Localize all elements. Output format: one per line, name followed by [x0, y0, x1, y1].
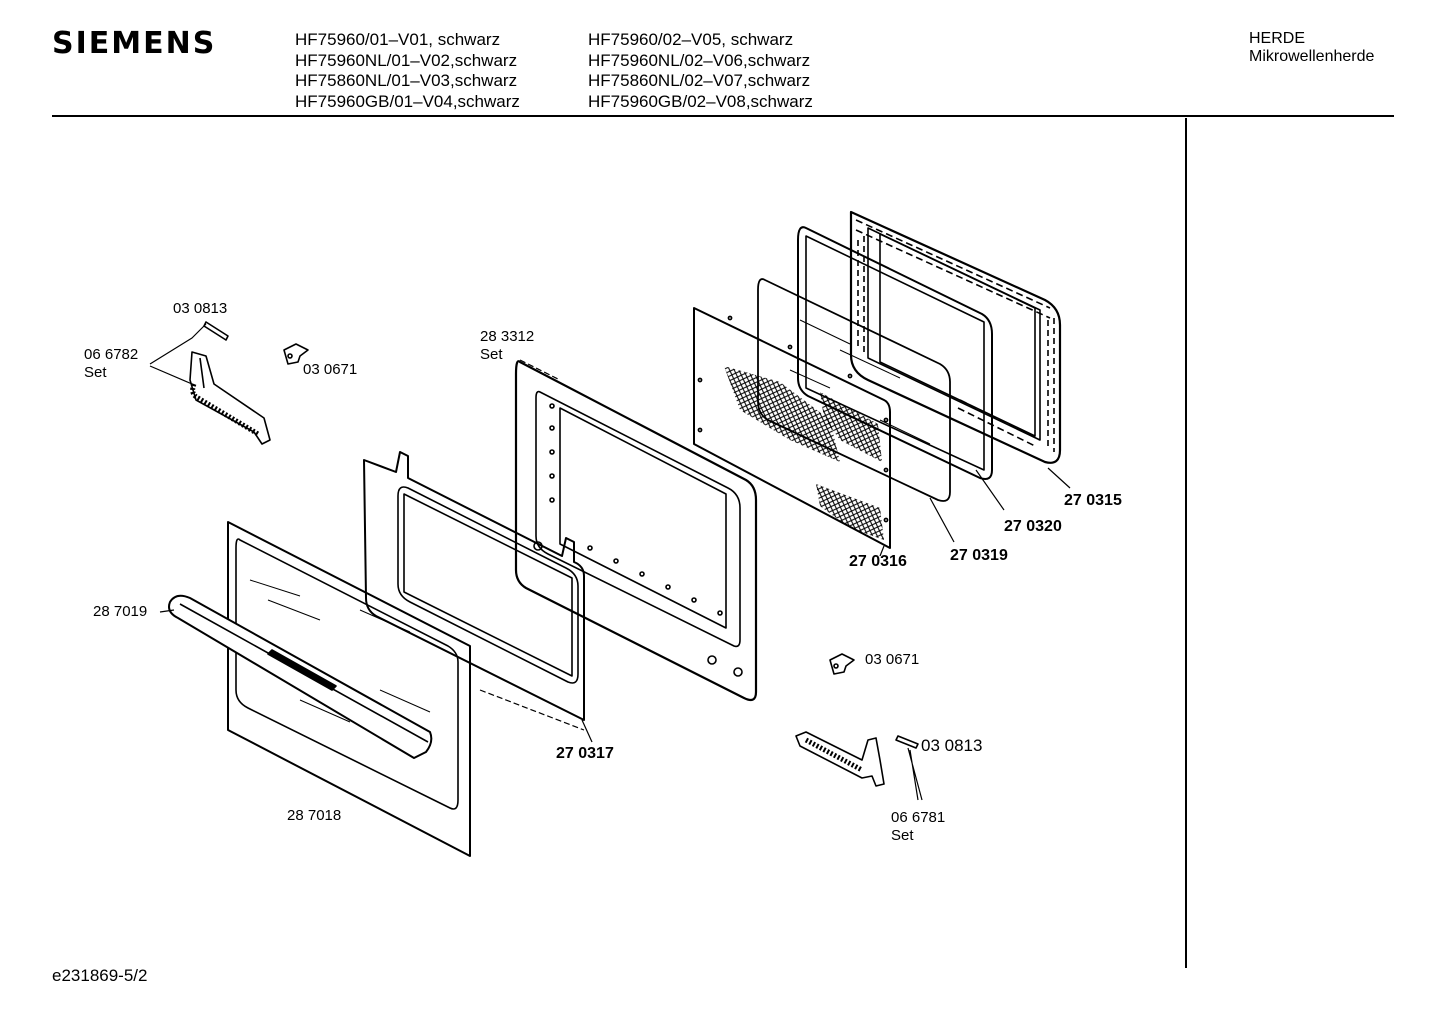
glass-frame [363, 451, 585, 721]
category-title: HERDE [1249, 30, 1306, 47]
door-handle [168, 594, 433, 759]
model-line: HF75960GB/01–V04,schwarz [295, 91, 520, 111]
part-label-270316: 27 0316 [849, 553, 907, 570]
part-label-287019: 28 7019 [93, 603, 148, 620]
category-block: HERDE Mikrowellenherde [1249, 30, 1374, 66]
clip-top [283, 343, 309, 365]
part-label-270319: 27 0319 [950, 547, 1008, 564]
part-number: 06 6781 [891, 809, 946, 826]
hinge-pin-top [203, 321, 229, 341]
part-label-270315: 27 0315 [1064, 492, 1122, 509]
model-list-2: HF75960/02–V05, schwarz HF75960NL/02–V06… [588, 30, 813, 112]
part-set: Set [891, 827, 914, 844]
model-line: HF75860NL/02–V07,schwarz [588, 71, 811, 90]
model-line: HF75960NL/02–V06,schwarz [588, 50, 811, 70]
model-line: HF75960/02–V05, schwarz [588, 30, 794, 49]
shielding-mesh-panel [693, 307, 891, 549]
part-label-066781: 06 6781 Set [891, 809, 945, 845]
document-id: e231869-5/2 [52, 966, 148, 985]
outer-glass-door [227, 521, 471, 857]
inner-door-frame [514, 360, 758, 702]
model-line: HF75860NL/01–V03,schwarz [295, 71, 518, 90]
part-set: Set [84, 364, 107, 381]
part-label-066782: 06 6782 Set [84, 346, 138, 382]
category-subtitle: Mikrowellenherde [1249, 48, 1375, 65]
brand-logo: SIEMENS [52, 26, 217, 61]
hinge-pin-bottom [895, 735, 919, 749]
part-number: 06 6782 [84, 346, 139, 363]
hinge-right [795, 731, 885, 787]
inner-glass-pane [757, 278, 951, 502]
part-label-030671-bottom: 03 0671 [865, 651, 920, 668]
outer-seal-frame [849, 210, 1062, 464]
part-label-030671-top: 03 0671 [303, 361, 358, 378]
header-divider [52, 115, 1394, 117]
part-number: 28 3312 [480, 328, 535, 345]
part-label-270320: 27 0320 [1004, 518, 1062, 535]
model-list-1: HF75960/01–V01, schwarz HF75960NL/01–V02… [295, 30, 520, 112]
part-label-283312: 28 3312 Set [480, 328, 534, 364]
side-divider [1185, 118, 1187, 968]
part-label-030813-top: 03 0813 [173, 300, 228, 317]
part-label-270317: 27 0317 [556, 745, 614, 762]
hinge-left [189, 351, 271, 445]
door-seal [797, 226, 993, 480]
part-set: Set [480, 346, 503, 363]
part-label-287018: 28 7018 [287, 807, 342, 824]
model-line: HF75960/01–V01, schwarz [295, 30, 501, 49]
leader-lines [149, 323, 1071, 801]
clip-bottom [829, 653, 855, 675]
model-line: HF75960NL/01–V02,schwarz [295, 50, 518, 70]
part-label-030813-bottom: 03 0813 [921, 736, 983, 755]
model-line: HF75960GB/02–V08,schwarz [588, 91, 813, 111]
